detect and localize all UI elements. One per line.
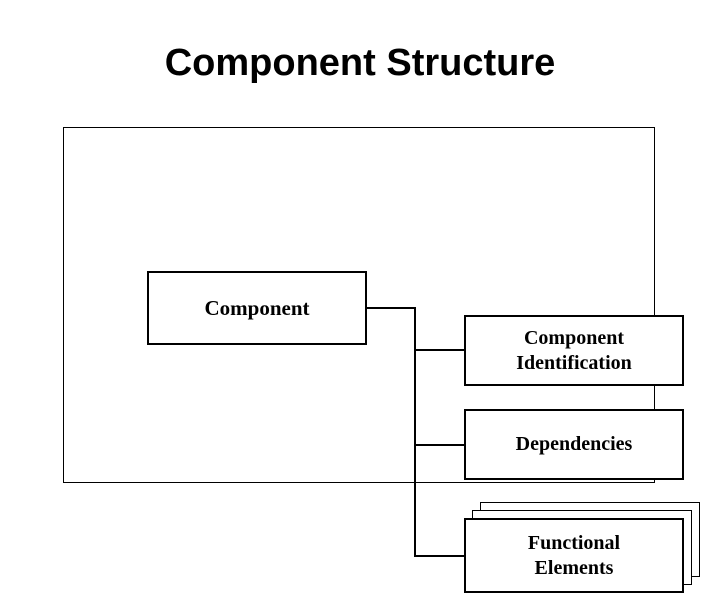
connector-branch-dependencies [414, 444, 465, 446]
connector-branch-component-identification [414, 349, 465, 351]
diagram-frame: Component Component Identification Depen… [63, 127, 700, 593]
node-component-label: Component [204, 295, 310, 320]
node-functional-elements-label: Functional Elements [527, 531, 621, 579]
connector-root-stub [367, 307, 416, 309]
node-component-identification-label: Component Identification [516, 326, 632, 374]
node-component-identification[interactable]: Component Identification [464, 315, 684, 386]
node-component[interactable]: Component [147, 271, 367, 345]
connector-branch-functional-elements [414, 555, 465, 557]
node-functional-elements[interactable]: Functional Elements [464, 502, 700, 594]
slide-canvas: Component Structure Component Component … [63, 42, 700, 593]
connector-vertical-trunk [414, 307, 416, 557]
page-title: Component Structure [164, 42, 556, 84]
node-dependencies-label: Dependencies [515, 433, 633, 455]
stack-sheet-front[interactable]: Functional Elements [464, 518, 684, 593]
node-dependencies[interactable]: Dependencies [464, 409, 684, 480]
